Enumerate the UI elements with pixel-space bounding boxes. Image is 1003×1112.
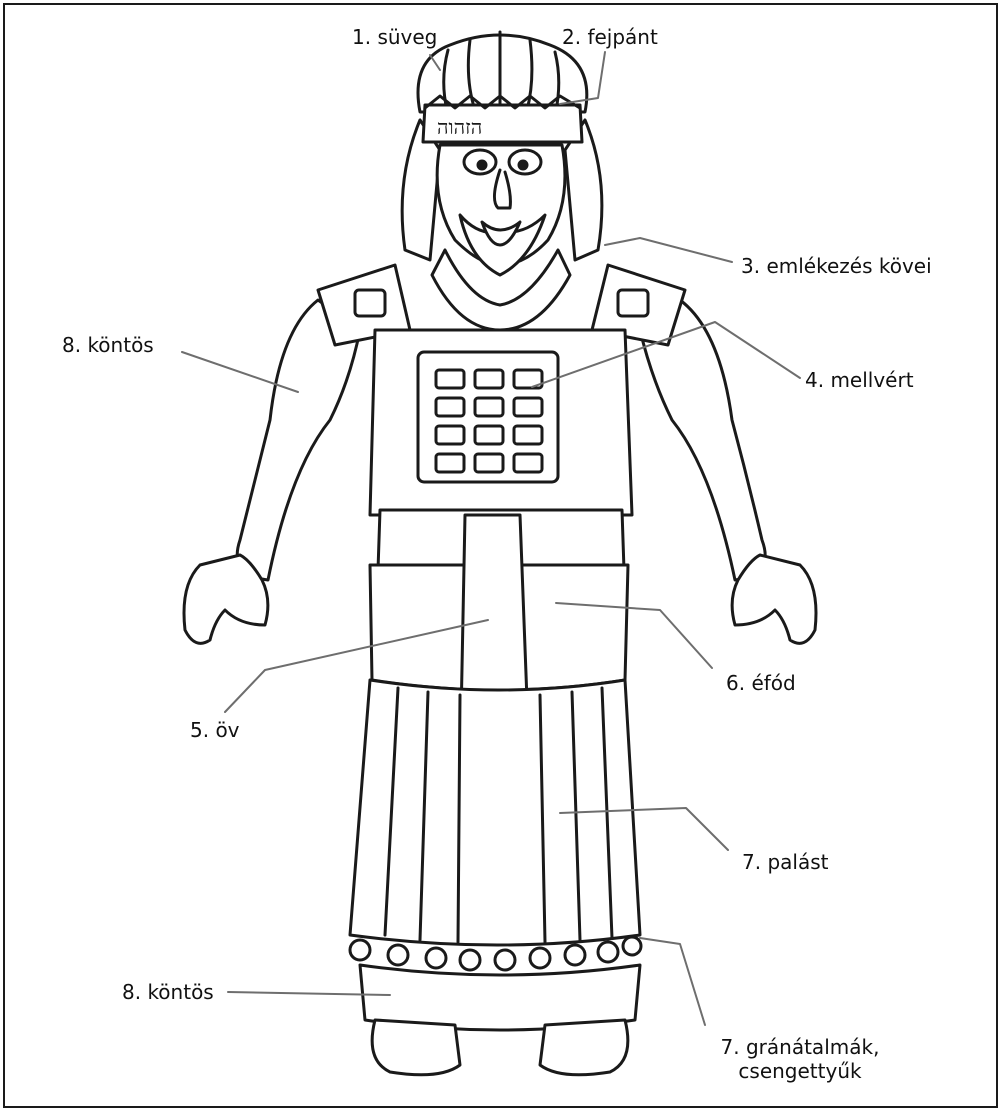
label-kontos-top: 8. köntös	[62, 333, 154, 357]
label-emlekezes-kovei: 3. emlékezés kövei	[741, 254, 932, 278]
label-palast: 7. palást	[742, 850, 828, 874]
label-mellvert: 4. mellvért	[805, 368, 914, 392]
right-foot	[540, 1020, 628, 1075]
svg-text:הזהוה: הזהוה	[437, 115, 482, 139]
label-fejpant: 2. fejpánt	[562, 25, 658, 49]
left-foot	[372, 1020, 460, 1075]
label-granatalmak-line1: 7. gránátalmák,	[700, 1035, 900, 1059]
right-hand	[732, 555, 816, 643]
label-granatalmak-line2: csengettyűk	[700, 1059, 900, 1083]
leader-kovei	[605, 238, 732, 262]
label-granatalmak: 7. gránátalmák, csengettyűk	[700, 1035, 900, 1083]
label-kontos-bottom: 8. köntös	[122, 980, 214, 1004]
label-efod: 6. éfód	[726, 671, 796, 695]
left-hand	[184, 555, 268, 643]
label-suveg: 1. süveg	[352, 25, 437, 49]
label-ov: 5. öv	[190, 718, 240, 742]
leader-granatalmak	[640, 938, 705, 1025]
